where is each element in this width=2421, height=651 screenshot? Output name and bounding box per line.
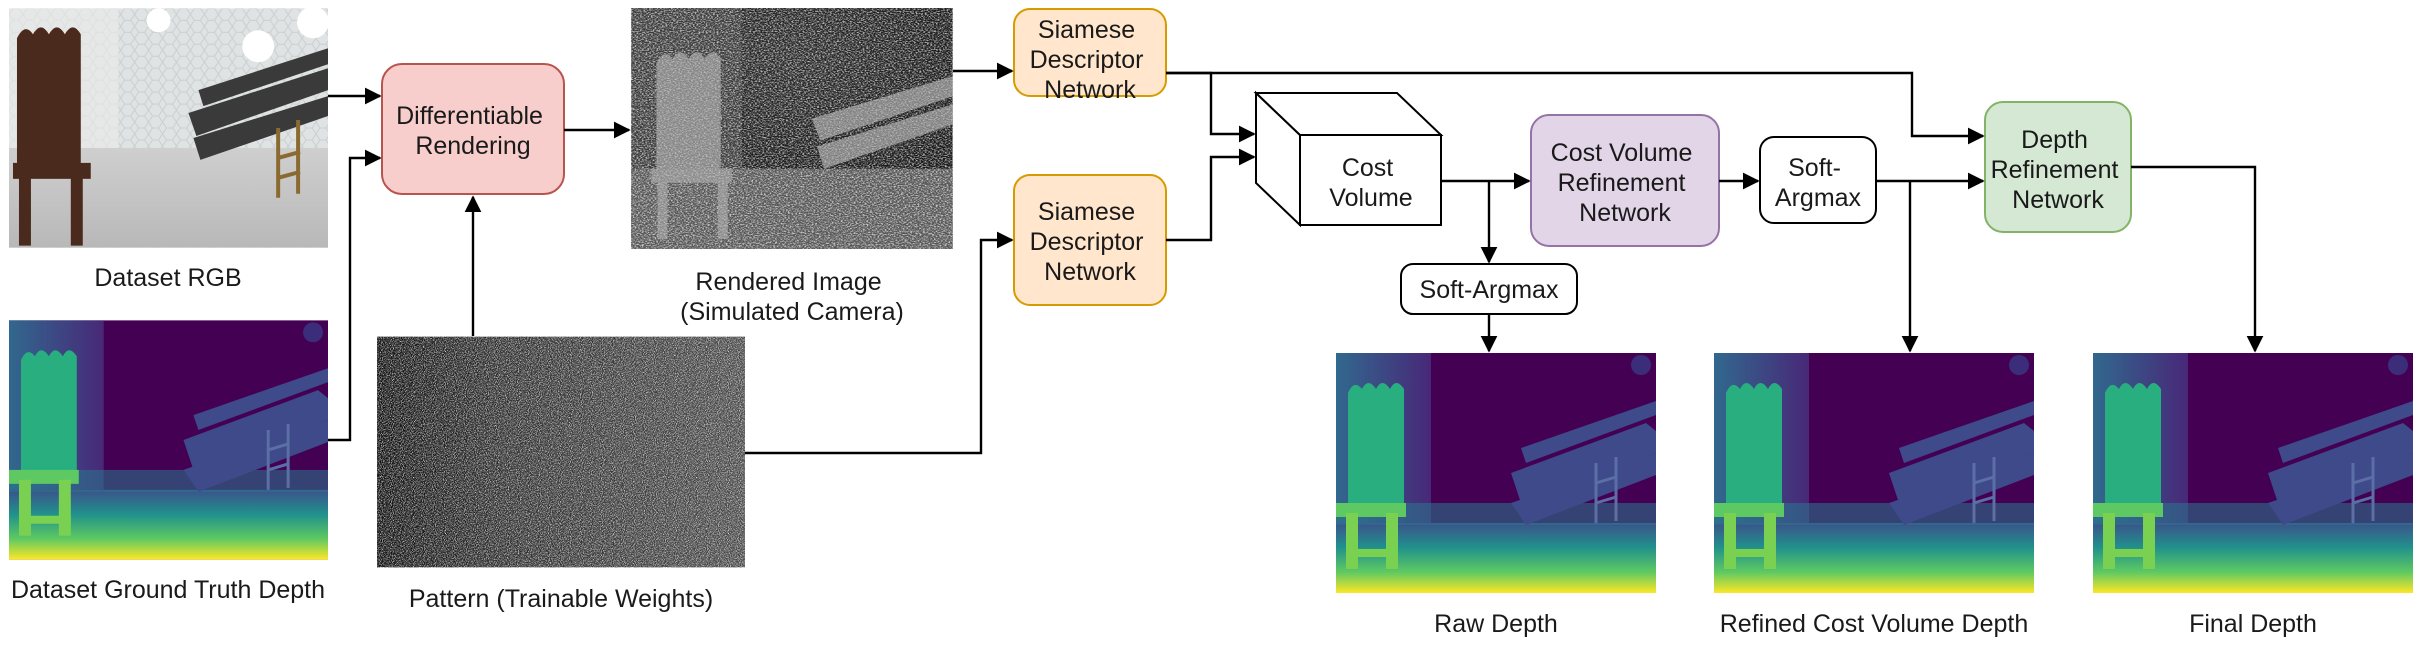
node-label-line: Network: [1579, 199, 1671, 227]
depth-map-image: [1336, 353, 1656, 593]
edges: [328, 62, 2264, 455]
svg-text:Cost Volume: Cost Volume: [1329, 154, 1412, 212]
node-label-line: Siamese: [1038, 198, 1135, 226]
depth-map-image: [2093, 353, 2413, 593]
caption-pattern: Pattern (Trainable Weights): [409, 585, 713, 613]
final-depth-image: [2093, 353, 2413, 593]
caption-line: Raw Depth: [1434, 610, 1558, 638]
svg-text:Siamese Descriptor: Siamese Descriptor Network: [1030, 16, 1151, 104]
node-label-line: Cost: [1342, 154, 1393, 182]
svg-text:Differentiable Rendering: Differentiable Rendering: [396, 102, 550, 160]
caption-line: Dataset Ground Truth Depth: [11, 576, 325, 604]
node-label-line: Refinement: [1558, 169, 1686, 197]
node-label-line: Soft-Argmax: [1420, 276, 1559, 304]
dataset-depth-image: [9, 320, 328, 560]
depth-refinement-node: Depth Refinement Network: [1984, 101, 2132, 233]
caption-line: (Simulated Camera): [680, 298, 904, 326]
node-label-line: Descriptor: [1030, 46, 1144, 74]
cost-volume-node: Cost Volume: [1253, 90, 1444, 228]
svg-text:Soft- Argmax: Soft- Argmax: [1775, 154, 1862, 212]
depth-map-image: [1714, 353, 2034, 593]
pattern-image: [377, 337, 745, 568]
caption-line: Final Depth: [2189, 610, 2317, 638]
node-label-line: Volume: [1329, 184, 1412, 212]
svg-text:Depth Refinement N: Depth Refinement Network: [1991, 126, 2126, 214]
node-label-line: Network: [1044, 76, 1136, 104]
siamese-descriptor-bottom-node: Siamese Descriptor Network: [1013, 174, 1167, 306]
caption-final-depth: Final Depth: [2189, 610, 2317, 638]
node-label-line: Rendering: [415, 132, 530, 160]
svg-text:Siamese Descriptor: Siamese Descriptor Network: [1030, 198, 1151, 286]
caption-rendered-image: Rendered Image (Simulated Camera): [680, 268, 904, 326]
node-label-line: Refinement: [1991, 156, 2119, 184]
svg-text:Cost Volume Refinement: Cost Volume Refinement Network: [1551, 139, 1700, 227]
node-label-line: Argmax: [1775, 184, 1862, 212]
caption-dataset-depth: Dataset Ground Truth Depth: [11, 576, 325, 604]
edge-siamese-top-to-depth-refinement: [1166, 71, 1985, 145]
caption-line: Pattern (Trainable Weights): [409, 585, 713, 613]
edge-siamese-top-to-costvolume: [1166, 71, 1256, 143]
rgb-scene-image: [9, 8, 328, 248]
caption-dataset-rgb: Dataset RGB: [94, 264, 241, 292]
caption-line: Rendered Image: [695, 268, 881, 296]
soft-argmax-lower-node: Soft-Argmax: [1400, 263, 1578, 315]
svg-text:Soft-Argmax: Soft-Argmax: [1420, 276, 1559, 304]
node-label-line: Depth: [2021, 126, 2088, 154]
edge-siamese-bottom-to-costvolume: [1166, 148, 1256, 242]
refined-depth-image: [1714, 353, 2034, 593]
soft-argmax-right-node: Soft- Argmax: [1759, 136, 1877, 224]
node-label-line: Siamese: [1038, 16, 1135, 44]
node-label-line: Network: [1044, 258, 1136, 286]
node-label-line: Descriptor: [1030, 228, 1144, 256]
caption-refined-depth: Refined Cost Volume Depth: [1720, 610, 2029, 638]
caption-line: Dataset RGB: [94, 264, 241, 292]
cost-volume-refinement-node: Cost Volume Refinement Network: [1530, 114, 1720, 247]
caption-line: Refined Cost Volume Depth: [1720, 610, 2029, 638]
node-label-line: Differentiable: [396, 102, 543, 130]
edge-depth-to-rendering: [328, 149, 382, 442]
node-label-line: Soft-: [1788, 154, 1841, 182]
node-label-line: Cost Volume: [1551, 139, 1693, 167]
rendered-image: [631, 8, 952, 249]
siamese-descriptor-top-node: Siamese Descriptor Network: [1013, 8, 1167, 104]
differentiable-rendering-node: Differentiable Rendering: [381, 63, 565, 195]
noise-pattern-image: [377, 337, 745, 568]
node-label-line: Network: [2012, 186, 2104, 214]
speckle-scene-image: [631, 8, 952, 249]
caption-raw-depth: Raw Depth: [1434, 610, 1558, 638]
dataset-rgb-image: [9, 8, 328, 248]
raw-depth-image: [1336, 353, 1656, 593]
depth-map-image: [9, 320, 328, 560]
edge-depth-refinement-to-final: [2131, 165, 2264, 353]
edge-pattern-to-siamese-bottom: [745, 231, 1014, 455]
